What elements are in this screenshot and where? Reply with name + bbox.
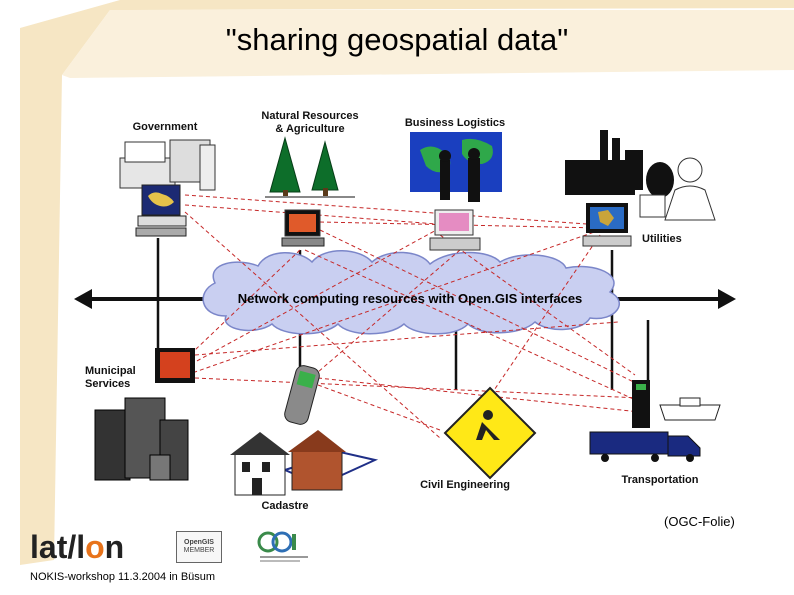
label-cadastre: Cadastre xyxy=(261,500,309,512)
latlon-logo: lat/lon xyxy=(30,529,124,566)
opengis-member-line1: OpenGIS xyxy=(184,539,214,546)
business-logistics-icon xyxy=(410,132,502,251)
municipal-services-icon xyxy=(94,348,195,481)
label-government: Government xyxy=(132,121,198,133)
source-credit: (OGC-Folie) xyxy=(664,514,735,529)
label-natural-resources-line2: & Agriculture xyxy=(275,123,345,135)
utilities-icon xyxy=(565,130,716,247)
gdi-logo xyxy=(256,530,312,566)
latlon-logo-pre: lat/l xyxy=(30,529,86,565)
label-transportation: Transportation xyxy=(621,474,699,486)
network-label: Network computing resources with Open.GI… xyxy=(237,291,583,306)
label-natural-resources: Natural Resources & Agriculture xyxy=(245,110,375,136)
opengis-member-line2: MEMBER xyxy=(183,547,215,554)
slide-title: "sharing geospatial data" xyxy=(225,22,569,57)
label-civil-engineering: Civil Engineering xyxy=(420,479,510,491)
civil-engineering-icon xyxy=(443,386,537,480)
latlon-logo-o: o xyxy=(85,529,105,565)
trees-icon xyxy=(265,136,355,247)
transportation-icon xyxy=(589,380,721,462)
opengis-member-logo: OpenGIS MEMBER xyxy=(176,531,222,563)
gdi-logo-mark xyxy=(257,531,308,562)
label-municipal-line1: Municipal xyxy=(85,365,136,377)
label-business-logistics: Business Logistics xyxy=(404,117,506,129)
footer-text: NOKIS-workshop 11.3.2004 in Büsum xyxy=(30,571,216,583)
government-icon xyxy=(119,139,216,237)
latlon-logo-post: n xyxy=(104,529,125,565)
label-municipal-line2: Services xyxy=(85,378,131,390)
label-municipal-services: Municipal Services xyxy=(85,365,155,391)
label-utilities: Utilities xyxy=(642,233,682,245)
label-natural-resources-line1: Natural Resources xyxy=(261,110,359,122)
mobile-phone-icon xyxy=(284,365,320,425)
cadastre-icon xyxy=(230,430,379,496)
